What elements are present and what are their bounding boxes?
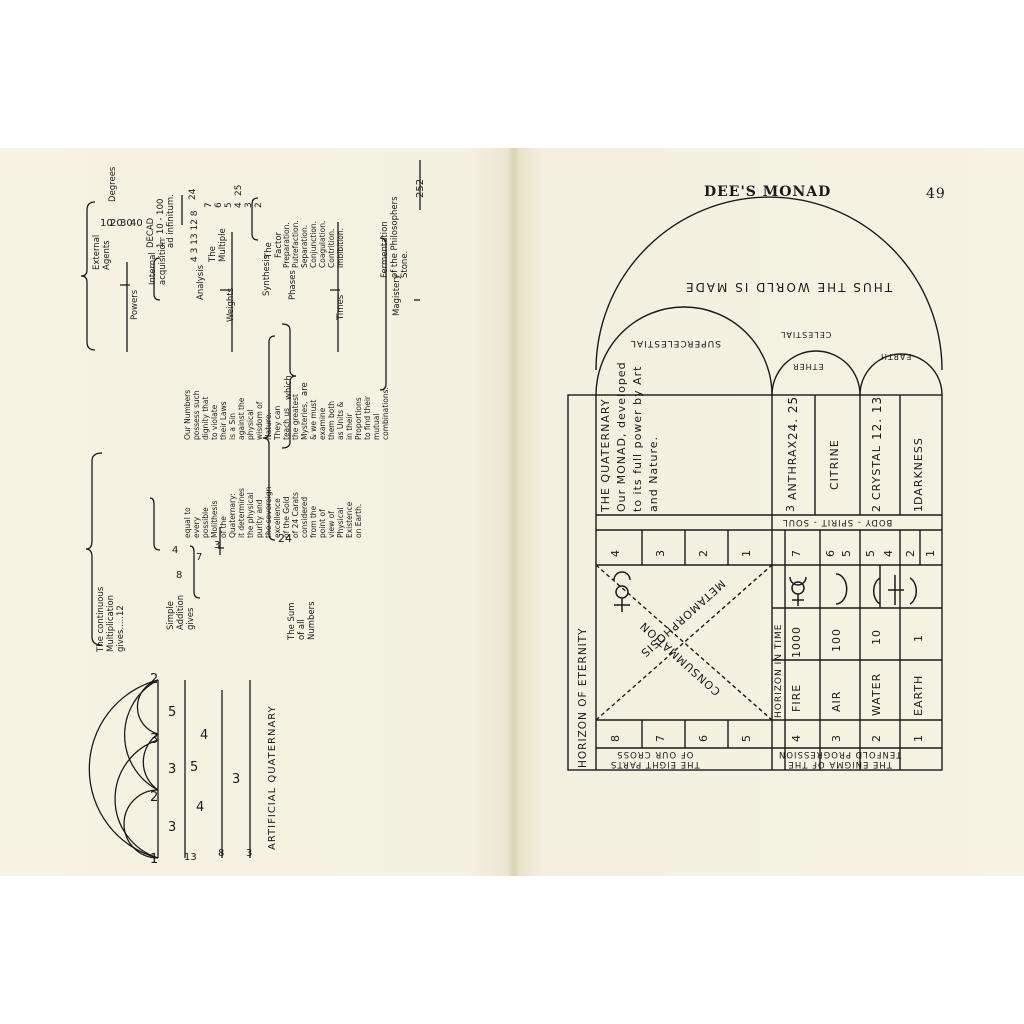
simple-number: 8 — [176, 570, 183, 581]
row-number: 5 — [840, 549, 853, 557]
world-arch — [595, 196, 943, 371]
column-number: 3 — [784, 504, 797, 512]
circle-number: 3 — [232, 772, 241, 787]
citrine-label: CITRINE — [828, 439, 841, 490]
column-number: 1 — [912, 504, 925, 512]
degree-value: 20 — [110, 218, 123, 229]
element-value: 1 — [912, 634, 925, 642]
cross-number: 8 — [609, 734, 622, 742]
element-air: AIR — [830, 690, 843, 712]
supercelestial-label: SUPERCELESTIAL — [630, 338, 721, 348]
left-page — [0, 148, 514, 876]
anthrax-value: 24. 25 — [786, 395, 800, 440]
diagram-number: 2 — [150, 790, 159, 805]
book-gutter — [508, 148, 520, 876]
running-title: DEE'S MONAD — [704, 184, 832, 200]
element-value: 10 — [870, 629, 883, 645]
element-value: 100 — [830, 628, 843, 652]
diagram-number: 1 — [150, 852, 159, 867]
body-spirit-soul: BODY - SPIRIT - SOUL — [782, 517, 893, 527]
element-number: 3 — [830, 734, 843, 742]
simple-number: 3 — [214, 540, 221, 551]
element-value: 1000 — [790, 626, 803, 658]
row-number: 1 — [924, 549, 937, 557]
eight-parts-label: THE EIGHT PARTS OF OUR CROSS — [610, 749, 700, 769]
simple-number: 4 — [172, 545, 179, 556]
quaternary-arc — [142, 733, 159, 791]
row-number: 3 — [654, 549, 667, 557]
circle-number: 4 — [200, 728, 209, 743]
horizon-eternity-label: HORIZON OF ETERNITY — [577, 627, 589, 768]
anthrax-label: ANTHRAX — [786, 439, 799, 500]
monad-glyph-icon — [613, 571, 631, 612]
element-earth: EARTH — [912, 674, 925, 716]
brace — [149, 497, 161, 551]
circle-number: 4 — [196, 800, 205, 815]
brace — [189, 545, 201, 599]
element-number: 2 — [870, 734, 883, 742]
row-number: 4 — [882, 549, 895, 557]
quaternary-arc — [114, 739, 159, 859]
simple-number: 7 — [196, 552, 203, 563]
earth-arch-label: EARTH — [880, 352, 912, 361]
table-frame — [567, 394, 943, 771]
element-fire: FIRE — [790, 683, 803, 712]
brace — [80, 201, 96, 351]
brace — [281, 323, 297, 449]
crystal-label: CRYSTAL — [870, 445, 883, 500]
earth-arch — [859, 353, 943, 396]
quaternary-text: THE QUATERNARY Our MONAD, developed to i… — [599, 361, 660, 512]
ether-label: ETHER — [792, 362, 824, 371]
quaternary-arc — [88, 679, 159, 859]
quaternary-arc — [136, 679, 159, 735]
supercelestial-arch — [595, 306, 773, 396]
circle-number: 3 — [168, 762, 177, 777]
circle-number: 5 — [168, 705, 177, 720]
row-number: 2 — [904, 549, 917, 557]
monad-symbols — [613, 571, 917, 612]
circle-number: 5 — [190, 760, 199, 775]
row-number: 2 — [697, 549, 710, 557]
degree-value: 40 — [130, 218, 143, 229]
row-number: 6 — [824, 549, 837, 557]
row-number: 7 — [790, 549, 803, 557]
cross-number: 5 — [740, 734, 753, 742]
enigma-label: THE ENIGMA OF THE TENFOLD PROGRESSION — [778, 749, 902, 769]
cross-number: 7 — [654, 734, 667, 742]
cross-glyph-icon — [873, 575, 917, 605]
diagram-number: 3 — [150, 732, 159, 747]
celestial-arch — [771, 350, 861, 396]
brace — [85, 452, 103, 646]
circle-number: 3 — [168, 820, 177, 835]
element-number: 4 — [790, 734, 803, 742]
arch-title: THUS THE WORLD IS MADE — [684, 280, 893, 294]
celestial-label: CELESTIAL — [780, 330, 832, 339]
degree-value: 30 — [120, 218, 133, 229]
right-page — [514, 148, 1024, 876]
diagram-number: 2 — [150, 672, 159, 687]
brace — [262, 335, 276, 541]
column-number: 2 — [870, 504, 883, 512]
row-number: 1 — [740, 549, 753, 557]
quaternary-arc — [123, 789, 159, 859]
quaternary-arc — [124, 679, 159, 791]
crystal-value: 12. 13 — [870, 395, 884, 440]
side-number: 3 — [246, 848, 253, 859]
sum-value: 24 — [278, 532, 292, 545]
cross-number: 6 — [697, 734, 710, 742]
page-number: 49 — [926, 186, 946, 202]
side-number: 13 — [184, 852, 197, 863]
row-number: 5 — [864, 549, 877, 557]
brace — [379, 237, 387, 391]
mercury-glyph-icon — [789, 573, 848, 606]
horizon-time-label: HORIZON IN TIME — [774, 623, 784, 718]
element-water: WATER — [870, 672, 883, 716]
degree-value: 10 — [100, 218, 113, 229]
row-number: 4 — [609, 549, 622, 557]
element-number: 1 — [912, 734, 925, 742]
darkness-label: DARKNESS — [912, 437, 925, 505]
side-number: 8 — [218, 848, 225, 859]
